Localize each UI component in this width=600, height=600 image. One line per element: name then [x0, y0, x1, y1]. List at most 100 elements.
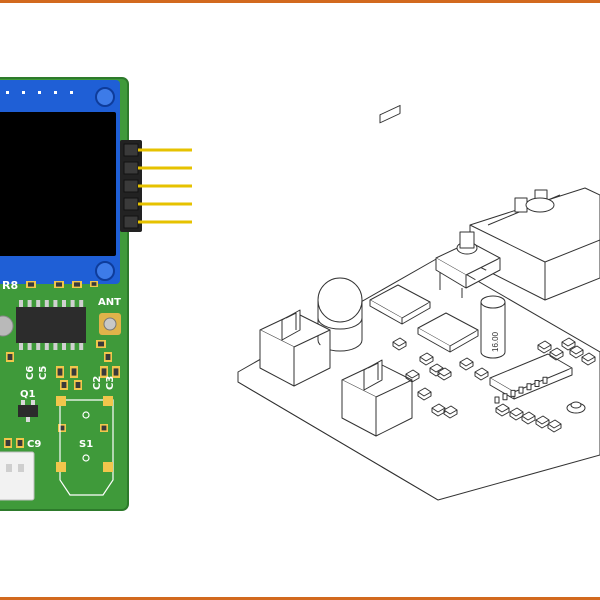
- antenna-pad: [99, 313, 121, 335]
- bottom-border: [0, 597, 600, 600]
- header-pin-socket: [123, 161, 139, 175]
- smd-part: [72, 281, 82, 288]
- ic-pin: [70, 300, 75, 307]
- iso-smd-part: [509, 407, 524, 421]
- label-c9: C9: [27, 439, 41, 450]
- soic-leg: [502, 393, 508, 401]
- connector-left: [259, 309, 331, 387]
- ic-pin: [53, 343, 58, 350]
- crystal-oscillator: 16.00: [480, 295, 506, 359]
- smd-part: [26, 281, 36, 288]
- smd-part: [56, 366, 64, 378]
- display-screen: [0, 112, 116, 256]
- iso-smd-part: [459, 357, 474, 371]
- iso-smd-part: [417, 387, 432, 401]
- label-c2: C2: [92, 376, 103, 390]
- iso-smd-part: [521, 411, 536, 425]
- soic-leg: [542, 376, 548, 384]
- smd-part: [58, 424, 66, 432]
- soic-leg: [518, 386, 524, 394]
- iso-smd-part: [549, 347, 564, 361]
- smd-part: [112, 366, 120, 378]
- ic-pin: [19, 343, 23, 350]
- ic-pin: [27, 343, 32, 350]
- iso-smd-part: [392, 337, 407, 351]
- soic-leg: [494, 396, 500, 404]
- iso-smd-part: [474, 367, 489, 381]
- ic-pin: [62, 343, 66, 350]
- iso-smd-part: [535, 415, 550, 429]
- pin-header-icon: [120, 140, 192, 232]
- ic-pin: [53, 300, 58, 307]
- soic-leg: [510, 389, 516, 397]
- header-pin: [138, 220, 192, 224]
- ic-pin: [44, 343, 49, 350]
- ic-pin: [36, 343, 41, 350]
- capacitor-cylinder: [317, 277, 363, 352]
- jst-connector-icon: [0, 451, 35, 501]
- label-r8: R8: [2, 279, 18, 292]
- iso-smd-part: [537, 340, 552, 354]
- crystal-can: [0, 315, 14, 337]
- oled-display-icon: [0, 112, 116, 256]
- iso-smd-part: [405, 369, 420, 383]
- iso-smd-part: [419, 352, 434, 366]
- iso-smd-part: [437, 367, 452, 381]
- soic-chip: [489, 353, 573, 404]
- label-ant: ANT: [98, 297, 121, 308]
- smd-part: [100, 366, 108, 378]
- iso-smd-part: [547, 419, 562, 433]
- label-c3: C3: [105, 376, 116, 390]
- label-s1: S1: [79, 439, 93, 450]
- transistor-q1: [18, 400, 38, 422]
- smd-part: [100, 424, 108, 432]
- pcb-board-isometric: 16.00: [237, 104, 600, 501]
- smd-part: [60, 380, 68, 390]
- connector-right: [341, 359, 413, 437]
- header-pin: [138, 202, 192, 206]
- smd-part: [16, 438, 24, 448]
- smd-components: [4, 281, 120, 448]
- ic-pin: [70, 343, 75, 350]
- soic-leg: [526, 383, 532, 391]
- iso-antenna: [566, 401, 586, 414]
- header-pin-socket: [123, 143, 139, 157]
- smd-part: [54, 281, 64, 288]
- ic-pin: [79, 300, 84, 307]
- ic-pin: [27, 300, 32, 307]
- iso-smd-part: [495, 403, 510, 417]
- smd-part: [4, 438, 12, 448]
- smd-part: [104, 352, 112, 362]
- smd-part: [70, 366, 78, 378]
- header-pin-socket: [123, 179, 139, 193]
- ic-pin: [19, 300, 23, 307]
- label-c5: C5: [38, 366, 49, 380]
- ic-pin: [62, 300, 66, 307]
- large-module: [469, 187, 600, 301]
- pcb-board-2d: R8 ANT C6 C5 C2 C3 Q1 C9 S1: [0, 77, 192, 511]
- iso-smd-parts: [392, 337, 596, 433]
- mount-hole-top: [95, 87, 115, 107]
- header-pin: [138, 148, 192, 152]
- regulator-1: [369, 104, 431, 325]
- iso-smd-part: [581, 352, 596, 366]
- mount-hole-bottom: [95, 261, 115, 281]
- top-border: [0, 0, 600, 3]
- label-q1: Q1: [20, 389, 36, 400]
- ic-pin: [36, 300, 41, 307]
- header-pin: [138, 166, 192, 170]
- smd-part: [96, 340, 106, 348]
- regulator-2: [417, 312, 479, 353]
- ic-chip: [16, 300, 86, 350]
- ic-pin: [44, 300, 49, 307]
- iso-smd-part: [569, 345, 584, 359]
- header-pin: [138, 184, 192, 188]
- header-pin-socket: [123, 215, 139, 229]
- iso-smd-part: [561, 337, 576, 351]
- smd-part: [90, 281, 98, 287]
- smd-part: [74, 380, 82, 390]
- bezel-dots: [6, 91, 73, 94]
- tactile-switch: [435, 231, 501, 298]
- crystal-label: 16.00: [491, 331, 500, 352]
